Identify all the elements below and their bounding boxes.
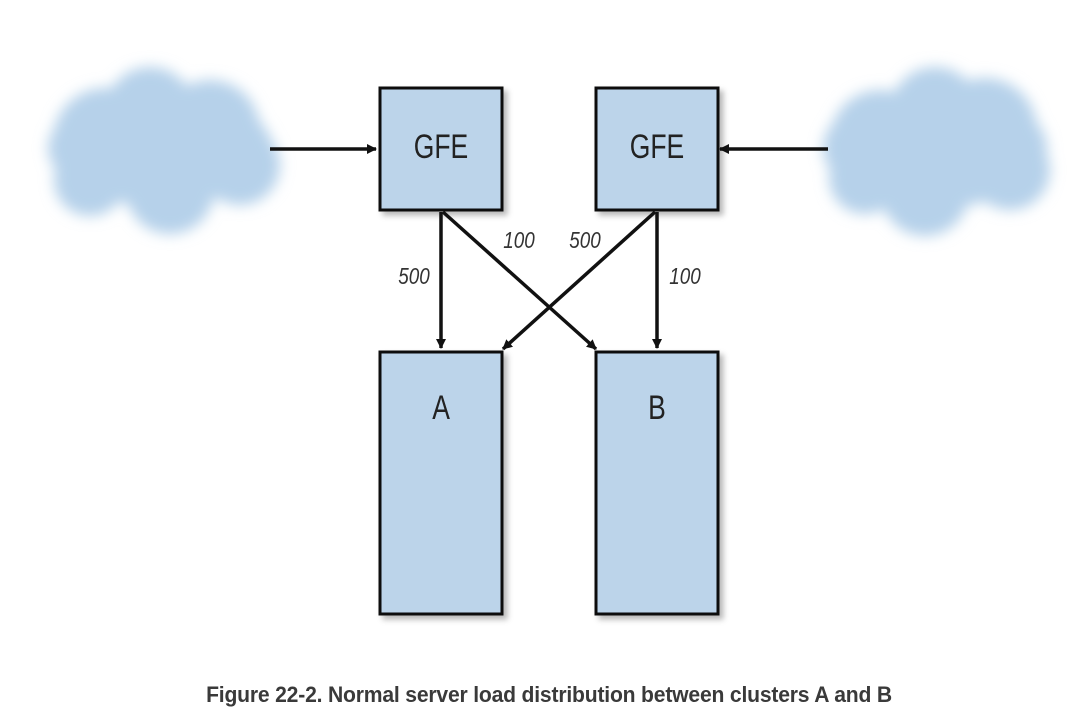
gfe-left-box: GFE: [378, 86, 504, 212]
edge-label-gfe-right-to-b: 100: [669, 264, 701, 289]
left-cloud-icon: [48, 67, 280, 234]
cluster-b-label: B: [648, 389, 666, 427]
gfe-right-box: GFE: [594, 86, 720, 212]
figure-caption: Figure 22-2. Normal server load distribu…: [206, 682, 892, 707]
load-distribution-diagram: GFE GFE A B 500 100 500 100: [48, 67, 1050, 616]
cluster-b-box: B: [594, 350, 720, 616]
edge-gfe-right-to-a: [501, 210, 657, 351]
edge-label-gfe-right-to-a: 500: [569, 228, 601, 253]
edge-label-gfe-left-to-b: 100: [503, 228, 535, 253]
right-cloud-icon: [823, 67, 1050, 236]
gfe-right-label: GFE: [630, 128, 685, 166]
cluster-a-box: A: [378, 350, 504, 616]
gfe-left-label: GFE: [414, 128, 469, 166]
cluster-a-label: A: [432, 389, 450, 427]
edge-label-gfe-left-to-a: 500: [398, 264, 430, 289]
edge-gfe-left-to-b: [441, 210, 598, 351]
